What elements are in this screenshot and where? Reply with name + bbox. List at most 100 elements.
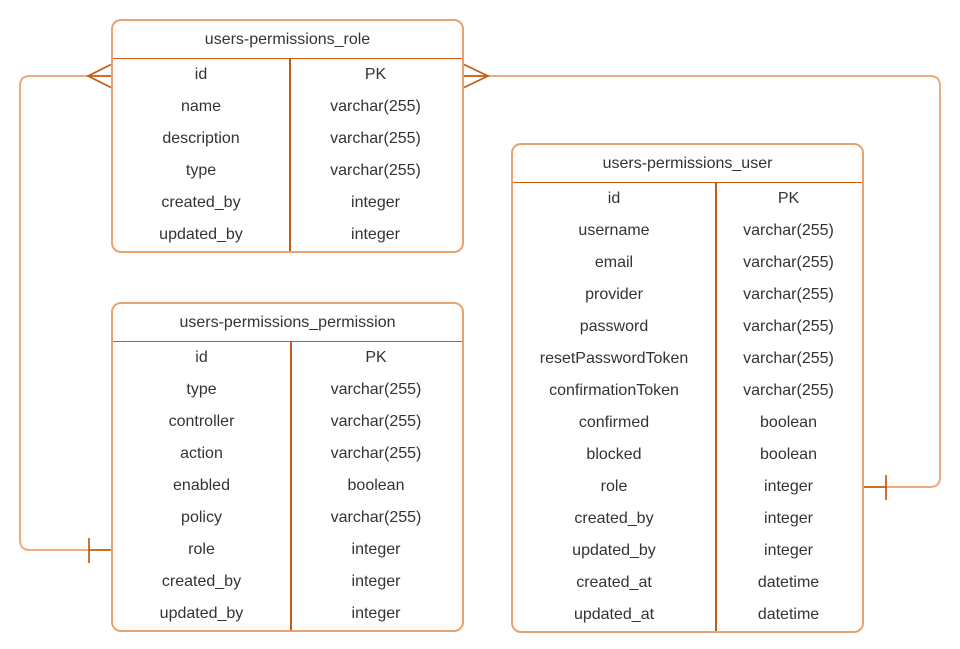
field-name-cell: confirmed xyxy=(578,414,650,431)
field-type-cell: varchar(255) xyxy=(330,509,422,526)
field-row: id PK xyxy=(513,183,862,215)
field-name-cell: type xyxy=(186,381,217,398)
field-row: confirmed boolean xyxy=(513,407,862,439)
field-row: resetPasswordToken varchar(255) xyxy=(513,343,862,375)
one-tick-icon xyxy=(863,475,887,500)
relationship-role-permission xyxy=(19,63,113,563)
field-type-cell: PK xyxy=(364,66,387,83)
field-type-cell: varchar(255) xyxy=(743,222,834,239)
field-type-cell: varchar(255) xyxy=(743,350,834,367)
field-row: updated_by integer xyxy=(113,219,462,251)
field-type-cell: integer xyxy=(351,573,401,590)
field-name-cell: id xyxy=(607,190,621,207)
field-name-cell: description xyxy=(162,130,240,147)
field-name-cell: created_at xyxy=(576,574,652,591)
field-row: updated_by integer xyxy=(113,598,462,630)
field-row: type varchar(255) xyxy=(113,374,462,406)
field-name-cell: role xyxy=(600,478,628,495)
crows-foot-many-icon xyxy=(462,63,490,89)
field-type-cell: varchar(255) xyxy=(330,162,421,179)
field-type-cell: integer xyxy=(764,542,813,559)
field-type-cell: varchar(255) xyxy=(330,381,422,398)
field-type-cell: integer xyxy=(764,510,813,527)
field-name-cell: action xyxy=(180,445,223,462)
field-row: updated_at datetime xyxy=(513,599,862,631)
field-name-cell: created_by xyxy=(161,573,242,590)
field-type-cell: datetime xyxy=(757,574,820,591)
field-name-cell: id xyxy=(194,66,208,83)
field-row: name varchar(255) xyxy=(113,91,462,123)
field-type-cell: integer xyxy=(351,226,400,243)
field-name-cell: type xyxy=(185,162,217,179)
field-type-cell: boolean xyxy=(760,446,817,463)
column-separator xyxy=(290,342,292,630)
field-type-cell: integer xyxy=(351,541,401,558)
relationship-role-user xyxy=(462,63,941,500)
field-row: id PK xyxy=(113,59,462,91)
field-row: password varchar(255) xyxy=(513,311,862,343)
field-type-cell: varchar(255) xyxy=(743,318,834,335)
field-type-cell: varchar(255) xyxy=(330,98,421,115)
field-name-cell: resetPasswordToken xyxy=(539,350,689,367)
field-type-cell: varchar(255) xyxy=(330,130,421,147)
column-separator xyxy=(715,183,717,631)
field-row: type varchar(255) xyxy=(113,155,462,187)
field-name-cell: updated_by xyxy=(159,226,243,243)
field-name-cell: enabled xyxy=(173,477,230,494)
field-row: created_by integer xyxy=(513,503,862,535)
field-row: blocked boolean xyxy=(513,439,862,471)
field-name-cell: created_by xyxy=(574,510,654,527)
field-row: provider varchar(255) xyxy=(513,279,862,311)
table-title: users-permissions_role xyxy=(113,21,462,59)
field-name-cell: id xyxy=(195,349,208,366)
field-name-cell: controller xyxy=(168,413,235,430)
field-type-cell: varchar(255) xyxy=(330,445,422,462)
field-row: role integer xyxy=(113,534,462,566)
field-name-cell: policy xyxy=(181,509,222,526)
field-type-cell: PK xyxy=(365,349,387,366)
field-name-cell: created_by xyxy=(161,194,241,211)
one-tick-icon xyxy=(88,538,112,563)
relationship-line xyxy=(19,75,90,551)
table-body: id PK name varchar(255) description varchar(2… xyxy=(113,59,462,251)
field-row: controller varchar(255) xyxy=(113,406,462,438)
field-row: username varchar(255) xyxy=(513,215,862,247)
crows-foot-many-icon xyxy=(86,63,113,89)
field-type-cell: varchar(255) xyxy=(743,286,834,303)
field-row: updated_by integer xyxy=(513,535,862,567)
field-name-cell: updated_by xyxy=(572,542,656,559)
field-name-cell: password xyxy=(579,318,649,335)
field-name-cell: name xyxy=(180,98,222,115)
field-row: description varchar(255) xyxy=(113,123,462,155)
field-name-cell: provider xyxy=(585,286,643,303)
field-type-cell: integer xyxy=(351,605,401,622)
field-type-cell: boolean xyxy=(347,477,405,494)
field-row: created_by integer xyxy=(113,187,462,219)
field-type-cell: integer xyxy=(351,194,400,211)
field-name-cell: blocked xyxy=(586,446,642,463)
field-row: policy varchar(255) xyxy=(113,502,462,534)
field-type-cell: varchar(255) xyxy=(330,413,422,430)
field-name-cell: updated_at xyxy=(573,606,655,623)
field-type-cell: boolean xyxy=(760,414,817,431)
field-row: created_by integer xyxy=(113,566,462,598)
field-name-cell: confirmationToken xyxy=(549,382,679,399)
field-row: enabled boolean xyxy=(113,470,462,502)
field-name-cell: username xyxy=(578,222,650,239)
column-separator xyxy=(289,59,291,251)
table-title: users-permissions_permission xyxy=(113,304,462,342)
field-name-cell: updated_by xyxy=(159,605,244,622)
field-type-cell: PK xyxy=(777,190,800,207)
field-name-cell: role xyxy=(188,541,215,558)
field-row: action varchar(255) xyxy=(113,438,462,470)
field-name-cell: email xyxy=(594,254,634,271)
field-type-cell: datetime xyxy=(757,606,820,623)
